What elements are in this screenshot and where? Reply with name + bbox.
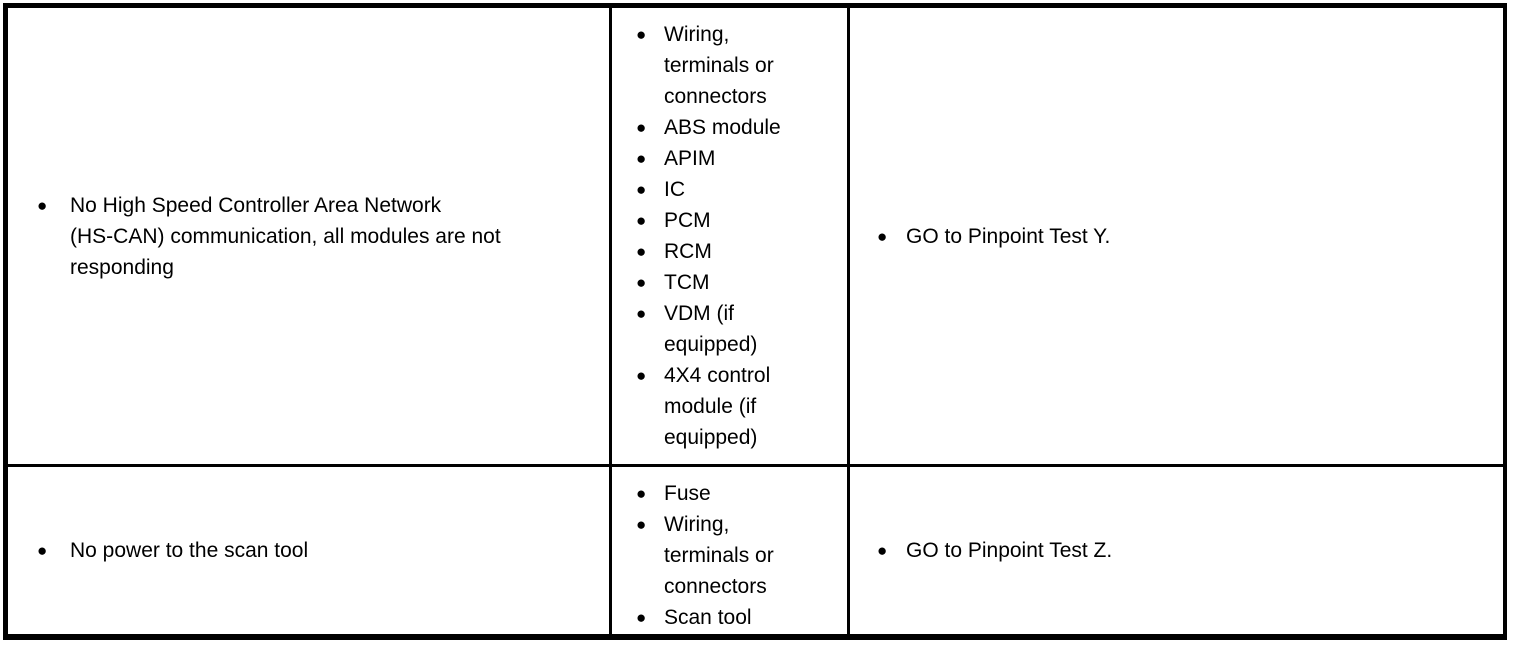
source-item: ● Fuse — [612, 478, 847, 509]
bullet-icon: ● — [636, 608, 647, 627]
action-text: GO to Pinpoint Test Y. — [906, 224, 1111, 248]
source-item: ● TCM — [612, 267, 847, 298]
bullet-icon: ● — [636, 304, 647, 323]
symptom-chart-table: ● No High Speed Controller Area Network … — [3, 3, 1507, 640]
action-cell-row1: ● GO to Pinpoint Test Y. — [850, 8, 1503, 467]
bullet-icon: ● — [636, 515, 647, 534]
source-item: ● ABS module — [612, 112, 847, 143]
source-text: RCM — [664, 240, 712, 263]
bullet-icon: ● — [636, 273, 647, 292]
source-text: Wiring, terminals or connectors — [664, 513, 774, 598]
source-item: ● 4X4 control module (if equipped) — [612, 360, 847, 453]
symptom-cell-row2: ● No power to the scan tool — [8, 467, 612, 634]
action-text: GO to Pinpoint Test Z. — [906, 539, 1113, 562]
source-item: ● Wiring, terminals or connectors — [612, 509, 847, 602]
bullet-icon: ● — [636, 180, 647, 199]
symptom-cell-row1: ● No High Speed Controller Area Network … — [8, 8, 612, 467]
source-item: ● VDM (if equipped) — [612, 298, 847, 360]
bullet-icon: ● — [37, 541, 48, 560]
symptom-item: ● No High Speed Controller Area Network … — [8, 190, 609, 283]
bullet-icon: ● — [636, 211, 647, 230]
source-item: ● APIM — [612, 143, 847, 174]
symptom-text: No High Speed Controller Area Network (H… — [70, 193, 501, 279]
source-text: APIM — [664, 147, 716, 170]
source-item: ● RCM — [612, 236, 847, 267]
source-item: ● Wiring, terminals or connectors — [612, 19, 847, 112]
source-text: 4X4 control module (if equipped) — [664, 364, 771, 449]
bullet-icon: ● — [636, 149, 647, 168]
bullet-icon: ● — [636, 25, 647, 44]
bullet-icon: ● — [877, 541, 888, 560]
action-cell-row2: ● GO to Pinpoint Test Z. — [850, 467, 1503, 634]
bullet-icon: ● — [636, 484, 647, 503]
sources-cell-row2: ● Fuse ● Wiring, terminals or connectors… — [612, 467, 850, 634]
source-item: ● IC — [612, 174, 847, 205]
symptom-item: ● No power to the scan tool — [8, 535, 609, 566]
source-text: Fuse — [664, 482, 711, 505]
source-text: Wiring, terminals or connectors — [664, 23, 774, 108]
sources-cell-row1: ● Wiring, terminals or connectors ● ABS … — [612, 8, 850, 467]
source-text: PCM — [664, 209, 711, 232]
source-text: ABS module — [664, 116, 781, 139]
source-item: ● Scan tool — [612, 602, 847, 633]
bullet-icon: ● — [37, 195, 48, 215]
source-text: TCM — [664, 271, 710, 294]
bullet-icon: ● — [877, 226, 888, 246]
source-text: IC — [664, 178, 685, 201]
bullet-icon: ● — [636, 118, 647, 137]
source-text: VDM (if equipped) — [664, 302, 758, 356]
bullet-icon: ● — [636, 366, 647, 385]
action-item: ● GO to Pinpoint Test Z. — [850, 535, 1503, 566]
symptom-text: No power to the scan tool — [70, 539, 309, 562]
action-item: ● GO to Pinpoint Test Y. — [850, 221, 1503, 252]
source-text: Scan tool — [664, 606, 752, 629]
bullet-icon: ● — [636, 242, 647, 261]
source-item: ● PCM — [612, 205, 847, 236]
